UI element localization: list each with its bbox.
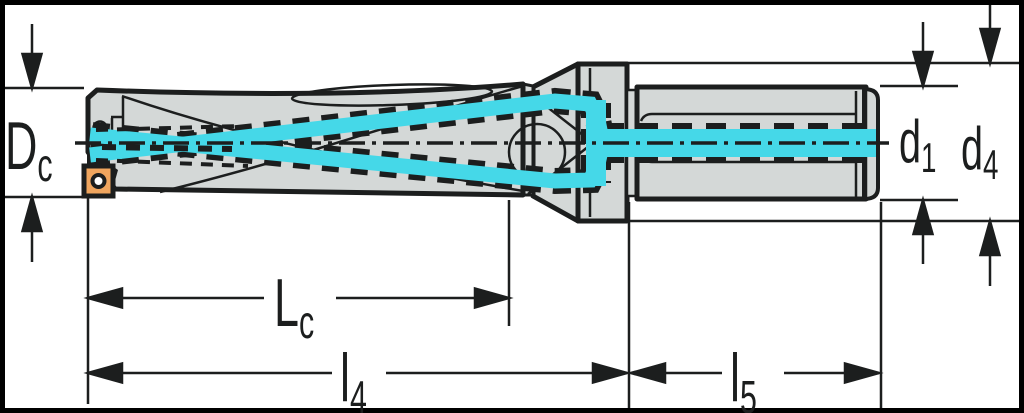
label-flute-length-Lc: Lc — [274, 265, 314, 348]
flute-runout-ellipse — [290, 83, 494, 107]
indexable-insert — [81, 163, 116, 199]
l5-left-arrowhead — [626, 361, 667, 385]
lc-left-arrowhead — [83, 286, 124, 310]
head-dash-detail-2 — [95, 158, 249, 168]
label-length-l4: l4 — [340, 340, 367, 413]
d1-bottom-arrowhead — [911, 195, 935, 236]
l4-right-arrowhead — [591, 361, 632, 385]
d4-bottom-arrowhead — [978, 216, 1002, 257]
l5-right-arrowhead — [843, 361, 884, 385]
dc-top-arrowhead — [20, 52, 44, 93]
label-length-l5: l5 — [730, 340, 757, 413]
label-cutting-diameter-Dc: Dc — [5, 108, 53, 191]
head-dash-detail-1 — [95, 124, 243, 132]
l4-left-arrowhead — [83, 361, 124, 385]
lc-right-arrowhead — [473, 286, 514, 310]
insert-screw-hole — [90, 173, 107, 189]
head-dash-detail-3 — [101, 144, 233, 152]
d1-top-arrowhead — [911, 50, 935, 91]
label-shank-diameter-d1: d1 — [899, 108, 936, 181]
label-collar-diameter-d4: d4 — [961, 115, 998, 188]
shank-flat-upper-line — [639, 112, 856, 122]
d4-top-arrowhead — [978, 27, 1002, 68]
dc-bottom-arrowhead — [20, 192, 44, 233]
